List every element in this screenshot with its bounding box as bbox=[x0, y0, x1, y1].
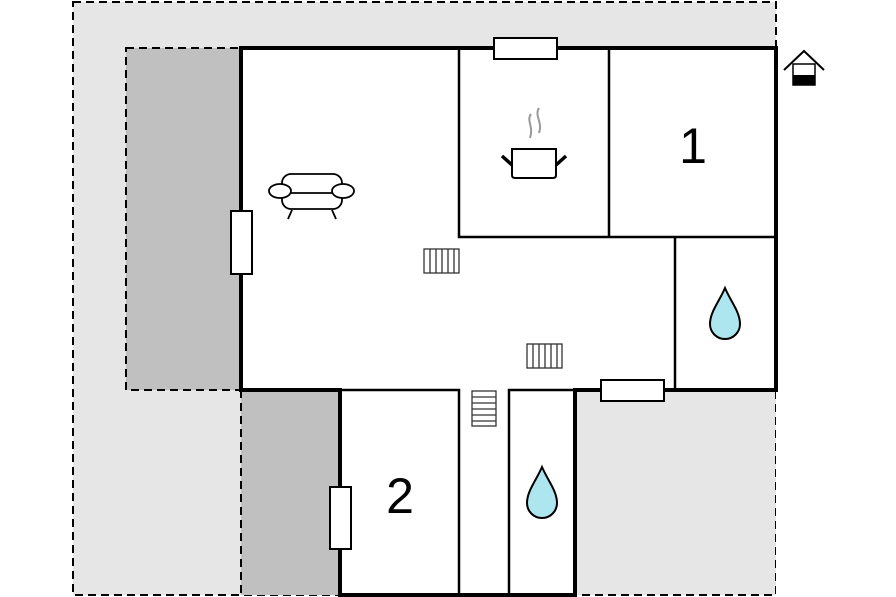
terrace-left bbox=[125, 47, 242, 391]
entrance-house-icon bbox=[783, 49, 825, 86]
bedroom-2-label: 2 bbox=[386, 468, 414, 524]
bedroom-1-label: 1 bbox=[679, 118, 707, 174]
outdoor-area-right-cutout bbox=[776, 48, 806, 597]
radiator-icon bbox=[423, 248, 460, 274]
stairs-icon bbox=[471, 390, 497, 427]
kitchen-pot-icon bbox=[500, 107, 568, 179]
interior-walls bbox=[340, 48, 776, 595]
terrace-bottom bbox=[241, 390, 340, 595]
building-outline bbox=[239, 46, 778, 597]
water-drop-icon bbox=[708, 285, 742, 340]
sofa-icon bbox=[268, 173, 355, 220]
window-bedroom-2 bbox=[329, 486, 352, 550]
window-left bbox=[230, 210, 253, 275]
window-top bbox=[493, 37, 558, 60]
water-drop-icon bbox=[525, 464, 559, 519]
window-bath bbox=[600, 379, 665, 402]
radiator-icon bbox=[526, 343, 563, 369]
